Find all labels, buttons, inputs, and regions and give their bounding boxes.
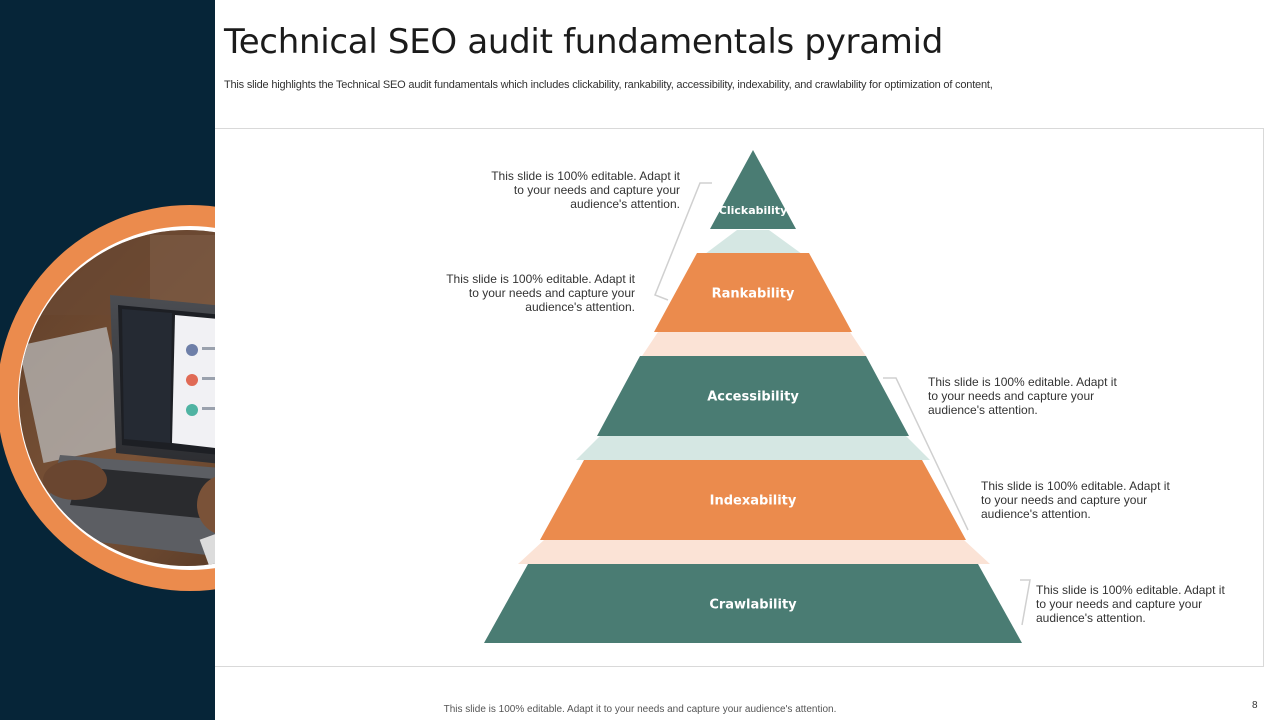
note-clickability: This slide is 100% editable. Adapt it to… xyxy=(491,169,680,211)
note-indexability: This slide is 100% editable. Adapt it to… xyxy=(981,479,1170,521)
note-crawlability: This slide is 100% editable. Adapt it to… xyxy=(1036,583,1225,625)
footer-text: This slide is 100% editable. Adapt it to… xyxy=(443,704,837,715)
note-accessibility: This slide is 100% editable. Adapt it to… xyxy=(928,375,1117,417)
page-title: Technical SEO audit fundamentals pyramid xyxy=(224,22,943,62)
note-rankability: This slide is 100% editable. Adapt it to… xyxy=(446,272,635,314)
page-subtitle: This slide highlights the Technical SEO … xyxy=(224,79,993,91)
page-number: 8 xyxy=(1252,700,1258,711)
